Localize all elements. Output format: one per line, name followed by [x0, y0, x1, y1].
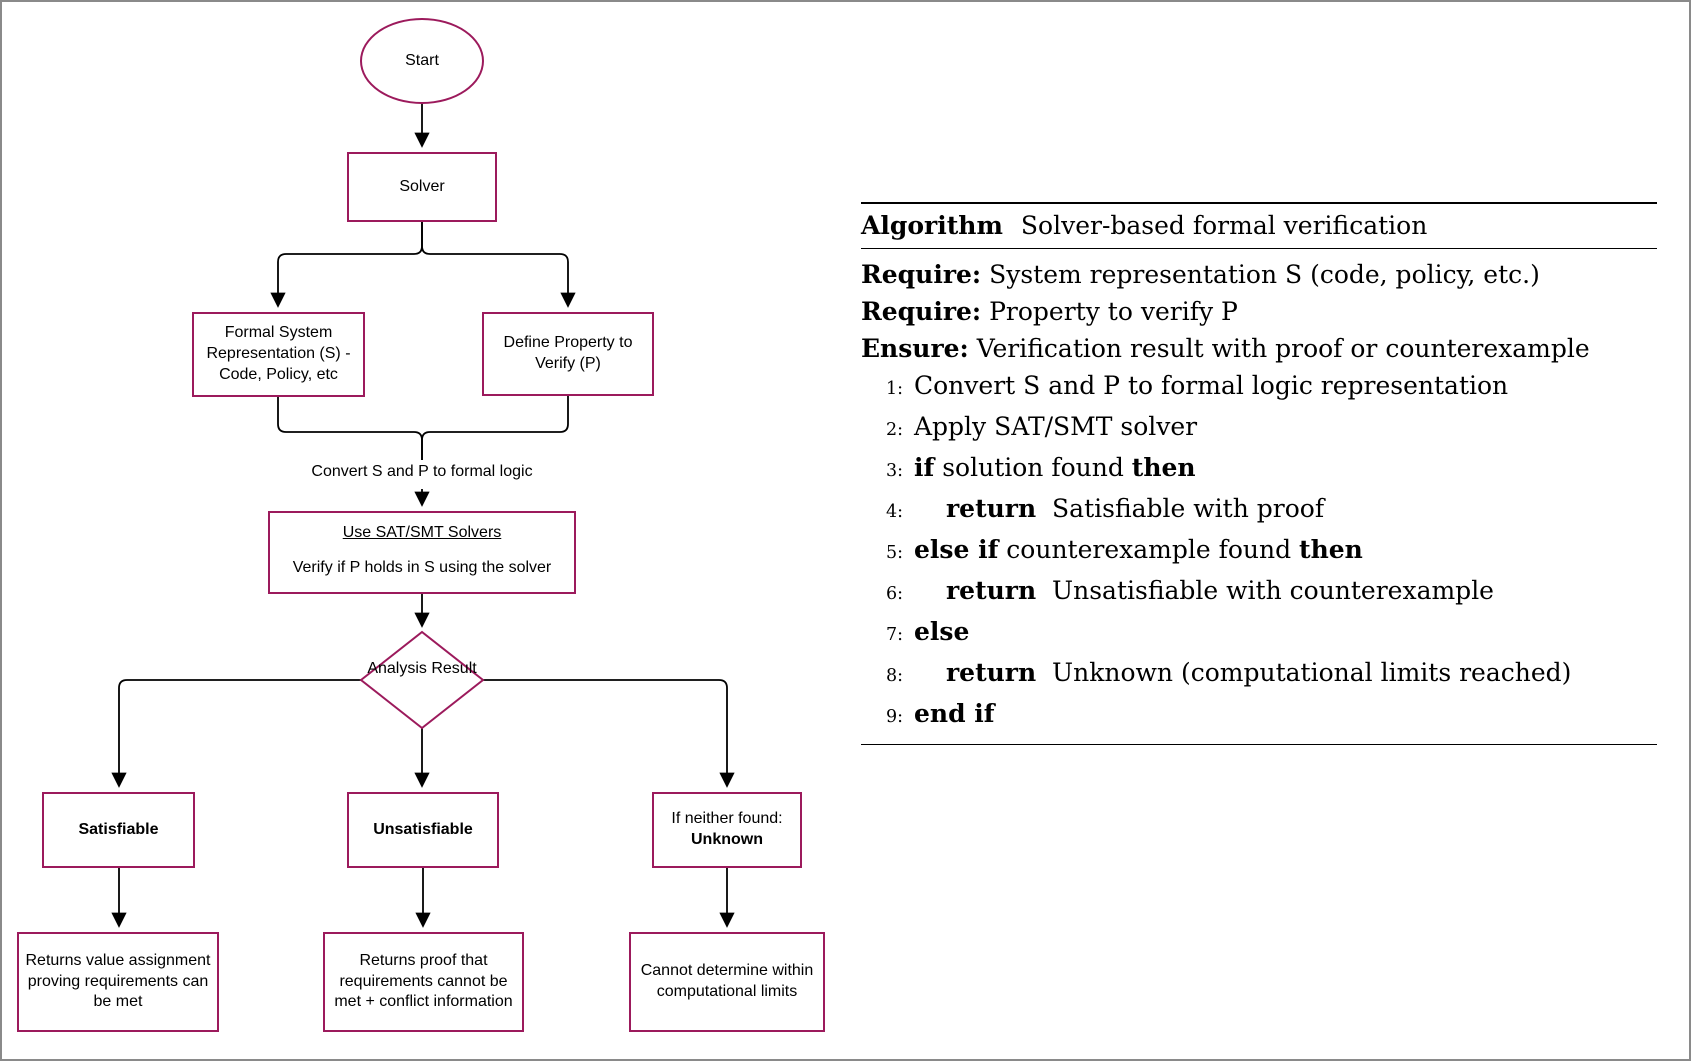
line-number: 9:: [885, 707, 903, 727]
algorithm-line: 5: else if counterexample found then: [861, 531, 1657, 572]
then-keyword: then: [1131, 453, 1196, 482]
line-number: 5:: [885, 543, 903, 563]
start-label: Start: [405, 51, 439, 69]
algorithm-block: Algorithm Solver-based formal verificatio…: [861, 202, 1657, 745]
line-number: 8:: [885, 666, 903, 686]
result-unknown-label: Cannot determine within computational li…: [640, 962, 814, 1000]
sat-smt-node: Use SAT/SMT Solvers Verify if P holds in…: [268, 511, 576, 594]
define-property-node: Define Property to Verify (P): [482, 312, 654, 396]
algorithm-line: 7: else: [861, 613, 1657, 654]
return-keyword: return: [946, 658, 1037, 687]
line-text: Unknown (computational limits reached): [1036, 658, 1572, 687]
result-unsatisfiable-node: Returns proof that requirements cannot b…: [323, 932, 524, 1032]
result-satisfiable-label: Returns value assignment proving require…: [25, 951, 211, 1011]
unknown-node: If neither found: Unknown: [652, 792, 802, 868]
ensure-keyword: Ensure:: [861, 334, 969, 363]
algorithm-line: 2: Apply SAT/SMT solver: [861, 408, 1657, 449]
algorithm-line: 3: if solution found then: [861, 449, 1657, 490]
satisfiable-node: Satisfiable: [42, 792, 195, 868]
algorithm-line: 6: return Unsatisfiable with counterexam…: [861, 572, 1657, 613]
formal-system-label: Formal System Representation (S) - Code,…: [206, 324, 351, 383]
unsatisfiable-label: Unsatisfiable: [373, 820, 473, 838]
algorithm-title-text: Solver-based formal verification: [1020, 211, 1428, 240]
algorithm-line: Require: Property to verify P: [861, 293, 1657, 330]
line-number: 6:: [885, 584, 903, 604]
line-number: 4:: [885, 502, 903, 522]
line-text: Convert S and P to formal logic represen…: [914, 371, 1509, 400]
algorithm-line: Require: System representation S (code, …: [861, 256, 1657, 293]
edge-merge-right: [421, 396, 569, 460]
line-number: 7:: [885, 625, 903, 645]
result-unknown-node: Cannot determine within computational li…: [629, 932, 825, 1032]
result-unsatisfiable-label: Returns proof that requirements cannot b…: [334, 951, 513, 1011]
line-text: counterexample found: [998, 535, 1300, 564]
result-satisfiable-node: Returns value assignment proving require…: [17, 932, 219, 1032]
sat-smt-body: Verify if P holds in S using the solver: [292, 558, 552, 576]
edge-split-left: [270, 222, 423, 308]
then-keyword: then: [1299, 535, 1363, 564]
algorithm-top-rule: [861, 202, 1657, 204]
require-keyword: Require:: [861, 260, 982, 289]
algorithm-keyword: Algorithm: [861, 211, 1003, 240]
algorithm-line: 4: return Satisfiable with proof: [861, 490, 1657, 531]
decision-label: Analysis Result: [367, 660, 477, 677]
algorithm-line: Ensure: Verification result with proof o…: [861, 330, 1657, 367]
convert-edge-label: Convert S and P to formal logic: [311, 463, 533, 480]
solver-node: Solver: [347, 152, 497, 222]
edge-merge-left: [277, 397, 423, 460]
ensure-text: Verification result with proof or counte…: [968, 334, 1590, 363]
algorithm-body: Require: System representation S (code, …: [861, 249, 1657, 745]
require-text: Property to verify P: [981, 297, 1238, 326]
if-keyword: if: [914, 453, 935, 482]
define-property-label: Define Property to Verify (P): [503, 334, 633, 372]
line-text: Unsatisfiable with counterexample: [1036, 576, 1494, 605]
edge-decision-satisfiable: [111, 679, 361, 788]
algorithm-line: 9: end if: [861, 695, 1657, 736]
else-if-keyword: else if: [914, 535, 999, 564]
line-number: 2:: [885, 420, 903, 440]
algorithm-line: 1: Convert S and P to formal logic repre…: [861, 367, 1657, 408]
line-text: solution found: [934, 453, 1132, 482]
require-keyword: Require:: [861, 297, 982, 326]
line-number: 3:: [885, 461, 903, 481]
return-keyword: return: [946, 494, 1037, 523]
return-keyword: return: [946, 576, 1037, 605]
algorithm-title: Algorithm Solver-based formal verificatio…: [861, 204, 1657, 249]
end-if-keyword: end if: [914, 699, 995, 728]
edge-decision-unknown: [483, 679, 735, 788]
solver-label: Solver: [399, 177, 445, 195]
else-keyword: else: [914, 617, 970, 646]
unknown-label-line2: Unknown: [691, 831, 763, 848]
require-text: System representation S (code, policy, e…: [981, 260, 1540, 289]
line-number: 1:: [885, 379, 903, 399]
unsatisfiable-node: Unsatisfiable: [347, 792, 499, 868]
line-text: Apply SAT/SMT solver: [914, 412, 1198, 441]
satisfiable-label: Satisfiable: [78, 820, 159, 838]
sat-smt-title: Use SAT/SMT Solvers: [342, 524, 502, 541]
unknown-label-line1: If neither found:: [671, 810, 783, 828]
line-text: Satisfiable with proof: [1036, 494, 1325, 523]
decision-diamond-shape: [359, 630, 485, 730]
algorithm-line: 8: return Unknown (computational limits …: [861, 654, 1657, 695]
start-node: Start: [360, 18, 484, 104]
formal-system-node: Formal System Representation (S) - Code,…: [192, 312, 365, 397]
edge-split-right: [421, 222, 576, 308]
